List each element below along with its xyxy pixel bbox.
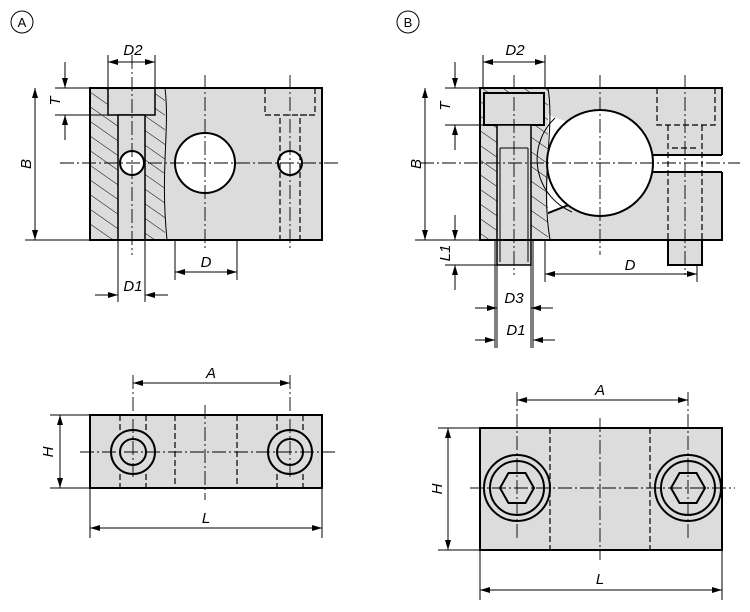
dimension-label: A (205, 365, 216, 382)
dimension-label: B (18, 159, 35, 169)
view-a-plan-dimensions: A H L (40, 365, 323, 538)
dimension-label: D (201, 254, 212, 271)
dimension-label: H (40, 446, 57, 457)
view-b-marker: B (396, 10, 420, 34)
view-b-plan (470, 392, 735, 560)
view-a-section (60, 55, 340, 255)
dimension-label: D1 (123, 278, 142, 295)
dimension-label: H (429, 483, 446, 494)
view-a-plan (80, 375, 335, 500)
dimension-label: A (594, 382, 605, 399)
view-a-marker: A (10, 10, 34, 34)
dimension-label: A (18, 15, 27, 30)
view-b-plan-dimensions: A H L (429, 382, 723, 600)
dimension-label: T (47, 95, 64, 106)
dimension-label: D3 (504, 290, 524, 307)
dimension-label: D (625, 257, 636, 274)
dimension-label: B (408, 159, 425, 169)
dimension-label: D2 (505, 42, 525, 59)
dimension-label: D2 (123, 42, 143, 59)
view-b-section (420, 75, 740, 275)
dimension-label: L1 (437, 245, 454, 262)
view-b-dimensions: D2 T B L1 D D3 D1 (408, 42, 698, 348)
dimension-label: L (202, 510, 210, 527)
dimension-label: B (404, 15, 413, 30)
dimension-label: L (596, 571, 604, 588)
view-a-dimensions: D2 T B D D1 (18, 42, 238, 302)
dimension-label: D1 (506, 322, 525, 339)
dimension-label: T (437, 100, 454, 111)
